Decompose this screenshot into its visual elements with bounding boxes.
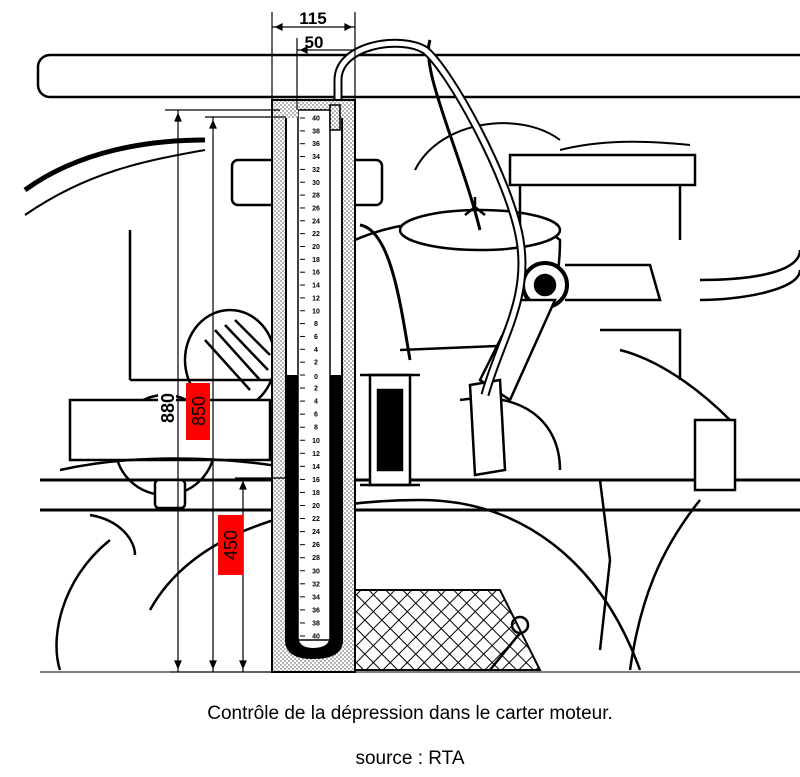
scale-label: 34 xyxy=(312,154,320,161)
scale-label: 12 xyxy=(312,295,320,302)
engine-drawing xyxy=(23,39,800,673)
highlight-450 xyxy=(218,515,243,575)
dimension-lines xyxy=(165,12,356,673)
dimension-450: 450 xyxy=(221,530,241,560)
scale-label: 8 xyxy=(314,425,318,432)
scale-label: 2 xyxy=(314,360,318,367)
scale-label: 20 xyxy=(312,503,320,510)
scale-label: 22 xyxy=(312,231,320,238)
scale-label: 36 xyxy=(312,141,320,148)
scale-label: 30 xyxy=(312,568,320,575)
scale-label: 34 xyxy=(312,594,320,601)
scale-label: 6 xyxy=(314,412,318,419)
scale-label: 0 xyxy=(314,374,318,381)
scale-label: 36 xyxy=(312,607,320,614)
dimension-850: 850 xyxy=(189,396,209,426)
scale-label: 12 xyxy=(312,451,320,458)
scale-label: 4 xyxy=(314,399,318,406)
scale-label: 18 xyxy=(312,257,320,264)
scale-label: 22 xyxy=(312,516,320,523)
scale-label: 4 xyxy=(314,347,318,354)
scale-label: 38 xyxy=(312,620,320,627)
manometer-scale: 4038363432302826242220181614121086420246… xyxy=(300,116,320,641)
figure-caption: Contrôle de la dépression dans le carter… xyxy=(207,703,613,724)
scale-label: 10 xyxy=(312,308,320,315)
figure-source: source : RTA xyxy=(355,748,465,769)
scale-label: 24 xyxy=(312,218,320,225)
scale-label: 40 xyxy=(312,634,320,641)
scale-label: 16 xyxy=(312,477,320,484)
scale-label: 26 xyxy=(312,542,320,549)
scale-label: 32 xyxy=(312,581,320,588)
scale-label: 8 xyxy=(314,321,318,328)
dimension-50: 50 xyxy=(305,33,324,52)
scale-label: 24 xyxy=(312,529,320,536)
dimension-115: 115 xyxy=(299,9,326,28)
scale-label: 6 xyxy=(314,334,318,341)
scale-label: 28 xyxy=(312,193,320,200)
scale-label: 14 xyxy=(312,283,320,290)
scale-label: 40 xyxy=(312,116,320,123)
scale-label: 28 xyxy=(312,555,320,562)
scale-label: 2 xyxy=(314,386,318,393)
scale-label: 20 xyxy=(312,244,320,251)
scale-label: 14 xyxy=(312,464,320,471)
scale-label: 30 xyxy=(312,180,320,187)
u-tube-manometer: 4038363432302826242220181614121086420246… xyxy=(271,99,356,673)
scale-label: 16 xyxy=(312,270,320,277)
scale-label: 32 xyxy=(312,167,320,174)
highlight-850 xyxy=(186,383,210,440)
dimension-880: 880 xyxy=(158,393,178,423)
scale-label: 38 xyxy=(312,128,320,135)
scale-label: 18 xyxy=(312,490,320,497)
crankcase-depression-diagram: 4038363432302826242220181614121086420246… xyxy=(23,9,800,673)
scale-label: 10 xyxy=(312,438,320,445)
scale-label: 26 xyxy=(312,205,320,212)
